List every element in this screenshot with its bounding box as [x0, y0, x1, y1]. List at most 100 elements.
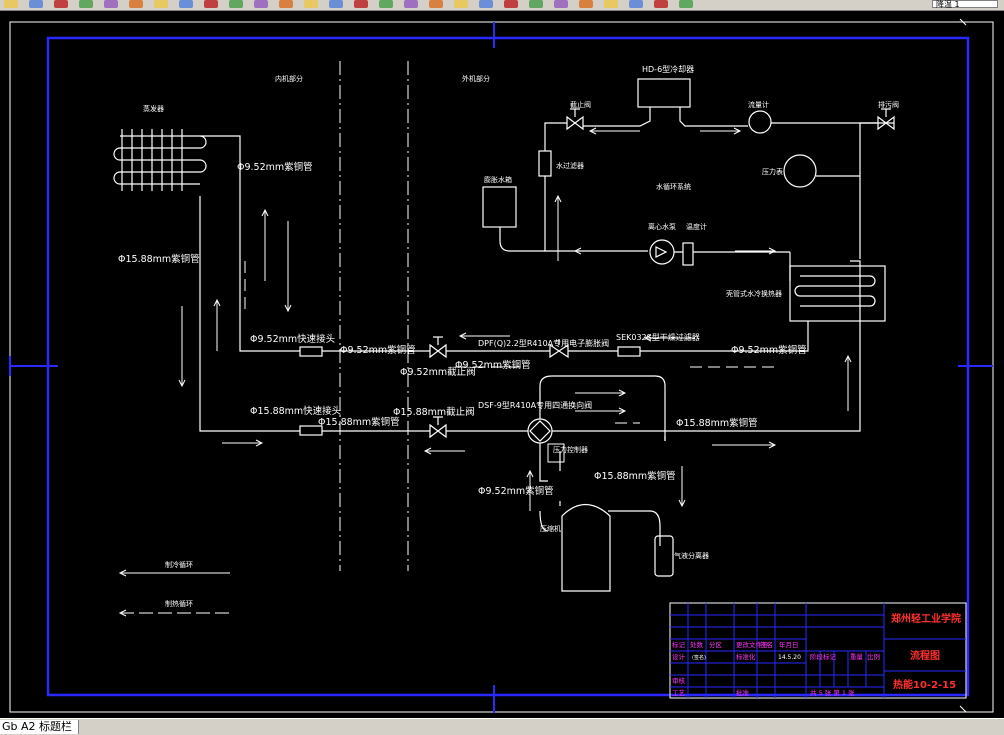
tb-review: 审核 — [672, 676, 686, 685]
zoom-realtime-icon[interactable] — [329, 0, 343, 8]
label-separator: 气液分离器 — [674, 551, 709, 560]
label-thermometer: 温度计 — [686, 222, 707, 231]
preview-icon[interactable] — [104, 0, 118, 8]
calc-icon[interactable] — [529, 0, 543, 8]
pipe-label: Φ9.52mm截止阀 — [400, 366, 476, 378]
linetype-icon[interactable] — [679, 0, 693, 8]
status-bar: Gb A2 标题栏 — [0, 718, 1004, 735]
tb-header: 标记 — [672, 640, 686, 649]
tb-stage: 阶段标记 — [810, 652, 837, 661]
zoom-previous-icon[interactable] — [379, 0, 393, 8]
compressor — [561, 503, 611, 592]
tb-weight: 重量 — [850, 653, 864, 661]
copy-icon[interactable] — [179, 0, 193, 8]
print-icon[interactable] — [79, 0, 93, 8]
label-evaporator: 蒸发器 — [143, 104, 164, 113]
label-expansion-tank: 膨胀水箱 — [484, 175, 512, 184]
legend-cooling: 制冷循环 — [165, 560, 193, 569]
tb-process: 工艺 — [672, 689, 686, 697]
qnew-icon[interactable] — [4, 0, 18, 8]
layer-previous-icon[interactable] — [629, 0, 643, 8]
pipe-label: Φ15.88mm快速接头 — [250, 405, 341, 417]
markup-icon[interactable] — [504, 0, 518, 8]
save-icon[interactable] — [54, 0, 68, 8]
label-indoor: 内机部分 — [275, 74, 303, 83]
zoom-window-icon[interactable] — [354, 0, 368, 8]
tb-header: 年月日 — [779, 640, 799, 649]
sheet-set-icon[interactable] — [479, 0, 493, 8]
properties-icon[interactable] — [404, 0, 418, 8]
paste-icon[interactable] — [204, 0, 218, 8]
pipe-label: Φ9.52mm紫铜管 — [731, 344, 807, 356]
cut-icon[interactable] — [154, 0, 168, 8]
dashed-flow — [244, 261, 780, 424]
undo-icon[interactable] — [254, 0, 268, 8]
title-block: 标记 处数 分区 更改文件号 签名 年月日 设计 标准化 阶段标记 重量 比例 … — [669, 602, 967, 699]
pipe-label: Φ15.88mm截止阀 — [393, 406, 475, 418]
four-way-valve — [527, 418, 553, 444]
label-plate-hx: 壳管式水冷换热器 — [726, 289, 782, 298]
pipe-label: Φ15.88mm紫铜管 — [676, 417, 758, 429]
label-stop-valve: 截止阀 — [570, 100, 591, 109]
label-water-system: 水循环系统 — [656, 182, 691, 191]
tb-signature: (签名) — [692, 654, 706, 661]
label-four-way-valve: DSF-9型R410A专用四通换向阀 — [478, 400, 592, 410]
label-cooler: HD-6型冷却器 — [642, 64, 694, 74]
pipe-label: Φ9.52mm紫铜管 — [237, 161, 313, 173]
pipe-label: Φ15.88mm紫铜管 — [318, 416, 400, 428]
layer-select[interactable]: 降温 1 — [932, 0, 998, 9]
tb-design: 设计 — [672, 652, 686, 661]
tb-approve: 批准 — [736, 688, 750, 697]
drawing-canvas[interactable]: 内机部分 外机部分 蒸发器 HD-6型冷却器 截止阀 流量计 排污阀 压力表 水… — [0, 11, 1004, 718]
open-icon[interactable] — [29, 0, 43, 8]
tb-header: 分区 — [709, 640, 723, 649]
valves — [429, 108, 895, 439]
pipe-label: Φ15.88mm紫铜管 — [118, 253, 200, 265]
label-pump: 离心水泵 — [648, 222, 676, 231]
redo-icon[interactable] — [279, 0, 293, 8]
color-icon[interactable] — [654, 0, 668, 8]
water-pipes — [482, 78, 894, 322]
tb-school: 郑州轻工业学院 — [891, 612, 961, 625]
legend-lines — [118, 569, 230, 617]
label-water-filter: 水过滤器 — [556, 161, 584, 170]
label-pressure-controller: 压力控制器 — [553, 445, 588, 454]
flow-arrows — [178, 127, 852, 511]
tb-standard: 标准化 — [736, 652, 756, 661]
tb-header: 签名 — [760, 640, 773, 649]
pipe-label: Φ15.88mm紫铜管 — [594, 470, 676, 482]
tb-header: 更改文件号 — [736, 640, 769, 649]
pipe-label: Φ9.52mm紫铜管 — [455, 359, 531, 371]
pan-icon[interactable] — [304, 0, 318, 8]
label-dryer: SEK032S型干燥过滤器 — [616, 332, 700, 342]
design-center-icon[interactable] — [429, 0, 443, 8]
label-outdoor: 外机部分 — [462, 74, 490, 83]
match-prop-icon[interactable] — [229, 0, 243, 8]
pressure-controller-box — [547, 443, 565, 463]
tb-drawing-name: 流程图 — [910, 649, 940, 662]
evaporator-coil — [113, 129, 207, 191]
tb-drawing-no: 热能10-2-15 — [893, 678, 956, 691]
gas-liquid-separator — [654, 535, 674, 577]
refrigerant-pipes — [199, 135, 861, 546]
tb-scale: 比例 — [867, 652, 880, 661]
label-expansion-valve: DPF(Q)2.2型R410A专用电子膨胀阀 — [478, 338, 609, 348]
layout-tab[interactable]: Gb A2 标题栏 — [0, 720, 80, 734]
pipe-label: Φ9.52mm紫铜管 — [340, 344, 416, 356]
publish-icon[interactable] — [129, 0, 143, 8]
tb-sheet: 共 5 张 第 1 张 — [810, 688, 855, 697]
label-pressure-gauge: 压力表 — [762, 167, 783, 176]
pipe-label: Φ9.52mm快速接头 — [250, 333, 335, 345]
label-compressor: 压缩机 — [540, 524, 561, 533]
layer-state-icon[interactable] — [604, 0, 618, 8]
pipe-label: Φ9.52mm紫铜管 — [478, 485, 554, 497]
help-icon[interactable] — [554, 0, 568, 8]
legend-heating: 制热循环 — [165, 599, 193, 608]
layer-manager-icon[interactable] — [579, 0, 593, 8]
boundary-lines — [339, 61, 409, 571]
label-drain-valve: 排污阀 — [878, 100, 899, 109]
center-marks — [9, 22, 993, 713]
tb-date: 14.5.20 — [778, 654, 801, 661]
tool-palettes-icon[interactable] — [454, 0, 468, 8]
label-flow-meter: 流量计 — [748, 100, 769, 109]
